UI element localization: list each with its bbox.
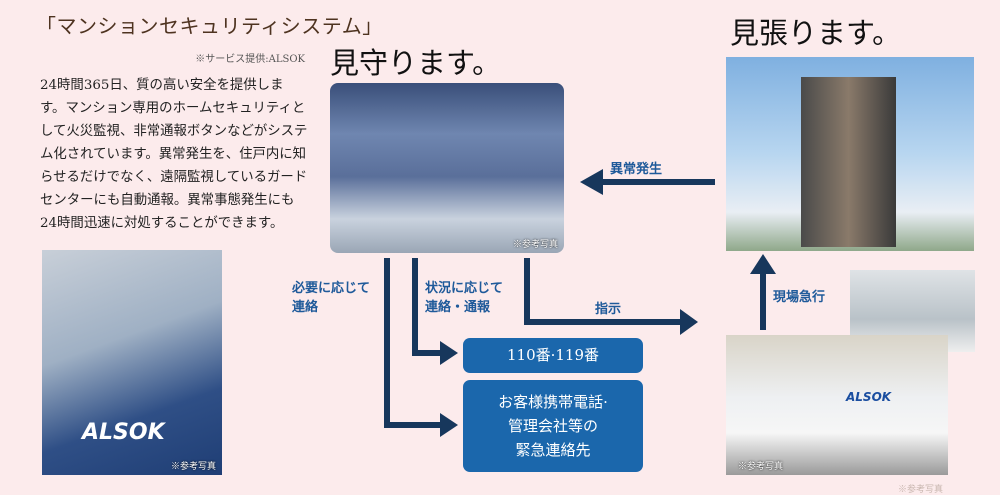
label-instruct: 指示 [595,302,622,317]
photo-caption: ※参考写真 [898,485,944,495]
label-rush: 現場急行 [773,290,826,305]
box-line: 緊急連絡先 [515,441,591,459]
section-title: 「マンションセキュリティシステム」 [36,14,383,38]
arrowhead-right [440,341,458,365]
security-car-photo: ALSOK ※参考写真 [726,335,948,475]
arrowhead-up [750,254,776,274]
photo-caption: ※参考写真 [738,462,784,472]
label-line: 必要に応じて [292,281,371,296]
arrowhead-left [580,169,603,195]
box-line: 管理会社等の [507,417,598,435]
photo-caption: ※参考写真 [170,462,216,472]
label-line: 連絡・通報 [425,300,491,315]
emergency-contacts-box: お客様携帯電話· 管理会社等の 緊急連絡先 [463,380,643,472]
label-as-needed: 必要に応じて 連絡 [292,279,370,317]
guard-center-operator-photo: ALSOK ※参考写真 [42,250,222,475]
label-anomaly: 異常発生 [610,162,663,177]
box-line: お客様携帯電話· [498,393,608,411]
heading-guard: 見張ります。 [730,16,902,50]
instruct-arrow-line [524,258,680,325]
arrowhead-right [680,309,698,335]
description-paragraph: 24時間365日、質の高い安全を提供します。マンション専用のホームセキュリティと… [40,78,308,231]
contact-arrow-line [384,258,443,428]
service-credit: ※サービス提供:ALSOK [195,54,305,65]
label-line: 連絡 [292,300,319,315]
alsok-car-logo: ALSOK [846,390,892,404]
building-photo [726,57,974,251]
arrowhead-right [440,413,458,437]
emergency-numbers-box: 110番·119番 [463,338,643,373]
report-arrow-line [412,258,443,356]
heading-watch: 見守ります。 [330,46,502,80]
label-line: 状況に応じて [425,281,504,296]
alsok-logo: ALSOK [82,420,165,445]
label-situation: 状況に応じて 連絡・通報 [425,279,503,317]
control-room-photo: ※参考写真 [330,83,564,253]
photo-caption: ※参考写真 [512,240,558,250]
